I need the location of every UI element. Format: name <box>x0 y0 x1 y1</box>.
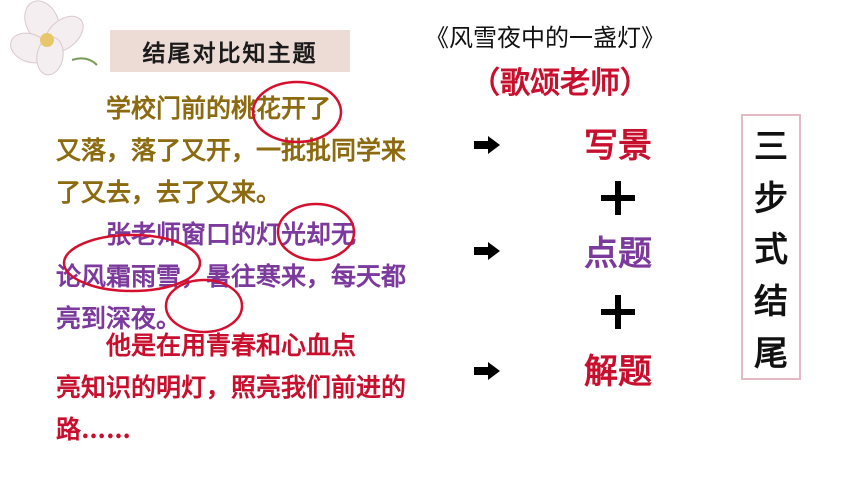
topic-label: 结尾对比知主题 <box>110 30 350 72</box>
passage-line: 他是在用青春和心血点 <box>106 331 357 360</box>
vertical-char: 式 <box>754 230 788 271</box>
passage-explain: 他是在用青春和心血点 亮知识的明灯，照亮我们前进的路…… <box>56 325 428 451</box>
vertical-char: 三 <box>754 126 788 167</box>
passage-scenery: 学校门前的桃花开了 又落，落了又开，一批批同学来了又去，去了又来。 <box>56 88 428 214</box>
lesson-subtitle: （歌颂老师） <box>470 66 650 101</box>
vertical-char: 尾 <box>754 334 788 375</box>
vertical-char: 步 <box>754 178 788 219</box>
passage-line: 张老师窗口的灯光却无 <box>106 220 357 249</box>
arrow-right-icon <box>474 242 500 260</box>
plus-icon <box>601 181 635 215</box>
passage-theme: 张老师窗口的灯光却无 论风霜雨雪，暑往寒来，每天都亮到深夜。 <box>56 214 428 340</box>
passage-text: 亮知识的明灯，照亮我们前进的路…… <box>56 373 407 444</box>
step-scenery: 写景 <box>584 126 652 166</box>
step-explain-theme: 解题 <box>584 352 652 392</box>
passage-line: 学校门前的桃花开了 <box>106 94 332 123</box>
arrow-right-icon <box>474 362 500 380</box>
step-point-theme: 点题 <box>584 234 652 274</box>
three-step-ending-box: 三 步 式 结 尾 <box>741 114 801 380</box>
lesson-title: 《风雪夜中的一盏灯》 <box>425 24 665 52</box>
arrow-right-icon <box>474 136 500 154</box>
flower-decoration <box>10 0 98 76</box>
plus-icon <box>601 295 635 329</box>
vertical-char: 结 <box>754 282 788 323</box>
passage-text: 又落，落了又开，一批批同学来了又去，去了又来。 <box>56 136 407 207</box>
